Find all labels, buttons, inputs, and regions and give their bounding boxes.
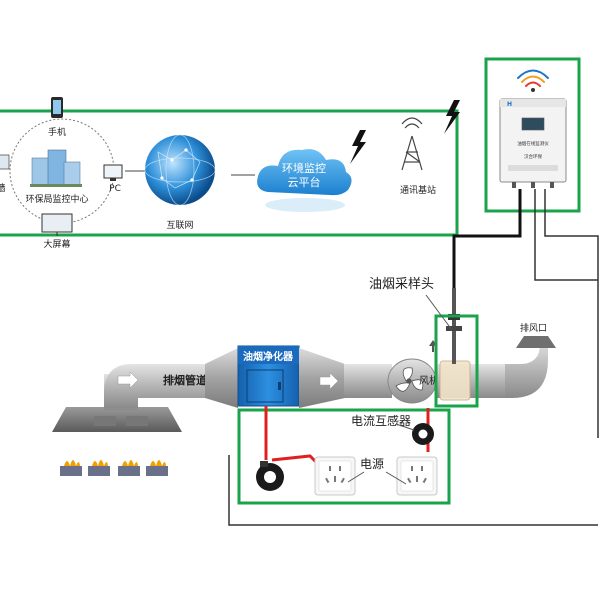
fan-icon	[395, 367, 424, 392]
probe-frame	[434, 314, 479, 408]
stove-icon	[118, 460, 140, 476]
cables	[228, 189, 599, 526]
duct-exit-elbow	[505, 340, 548, 398]
device-company-label: 汉合环保	[524, 153, 542, 160]
duct-cone-in	[205, 348, 238, 408]
center-label: 环保局监控中心	[25, 193, 88, 205]
big-screen-label: 大屏幕	[43, 238, 70, 250]
outlet-label: 排风口	[520, 322, 547, 334]
socket-2	[396, 456, 438, 496]
big-screen-icon	[41, 213, 73, 236]
building-icon	[30, 149, 82, 187]
purifier-handle	[278, 382, 281, 390]
phone-label: 手机	[48, 126, 66, 138]
exhaust-pipe-label: 排烟管道	[163, 373, 207, 387]
hood-slot	[94, 416, 116, 426]
base-station-label: 通讯基站	[400, 184, 436, 196]
sampling-probe	[446, 288, 462, 364]
stove-icon	[88, 460, 110, 476]
kitchen-hood-base	[52, 407, 182, 432]
socket-1	[314, 456, 356, 496]
wifi-icon	[517, 69, 549, 92]
network-frame	[0, 109, 459, 237]
cloud-platform-icon	[257, 149, 352, 212]
device-frame	[484, 57, 581, 213]
sensor-pointer	[395, 423, 415, 431]
stove-icon	[146, 460, 168, 476]
duct-segment-2	[344, 364, 392, 398]
current-transformer-1	[256, 461, 284, 491]
cloud-label-line2: 云平台	[288, 175, 321, 189]
sampling-port	[439, 360, 471, 401]
left-screen-icon	[0, 154, 10, 170]
pc-icon	[103, 164, 123, 181]
outlet-cap	[516, 336, 556, 348]
power-pointers	[347, 471, 407, 485]
device-model-label: 油烟在线监测仪	[517, 140, 549, 147]
probe-label: 油烟采样头	[369, 277, 434, 292]
globe-icon	[144, 134, 216, 206]
pc-label: PC	[109, 184, 121, 194]
device-brand: H	[507, 101, 512, 108]
stove-group	[60, 460, 168, 476]
hood-slot-2	[126, 416, 148, 426]
tower-icon	[401, 117, 423, 171]
internet-label: 互联网	[166, 220, 193, 231]
phone-icon	[51, 97, 63, 118]
flow-arrow-2	[319, 372, 339, 390]
purifier-header	[238, 346, 299, 364]
lightning-icon	[350, 130, 366, 164]
stove-icon	[60, 460, 82, 476]
monitor-device	[499, 98, 567, 188]
probe-pointer	[425, 294, 453, 331]
current-transformer-2	[412, 423, 434, 445]
lightning-icon-2	[444, 100, 460, 134]
duct-elbow	[104, 364, 230, 408]
cloud-label-line1: 环境监控	[282, 161, 326, 175]
left-screen-label: 墙	[0, 182, 6, 194]
fan-label: 风机	[419, 374, 439, 387]
purifier-panel	[246, 369, 284, 403]
flow-arrow-1	[117, 371, 139, 389]
purifier-label: 油烟净化器	[243, 350, 294, 363]
power-frame	[237, 408, 451, 505]
power-label: 电源	[360, 457, 384, 471]
